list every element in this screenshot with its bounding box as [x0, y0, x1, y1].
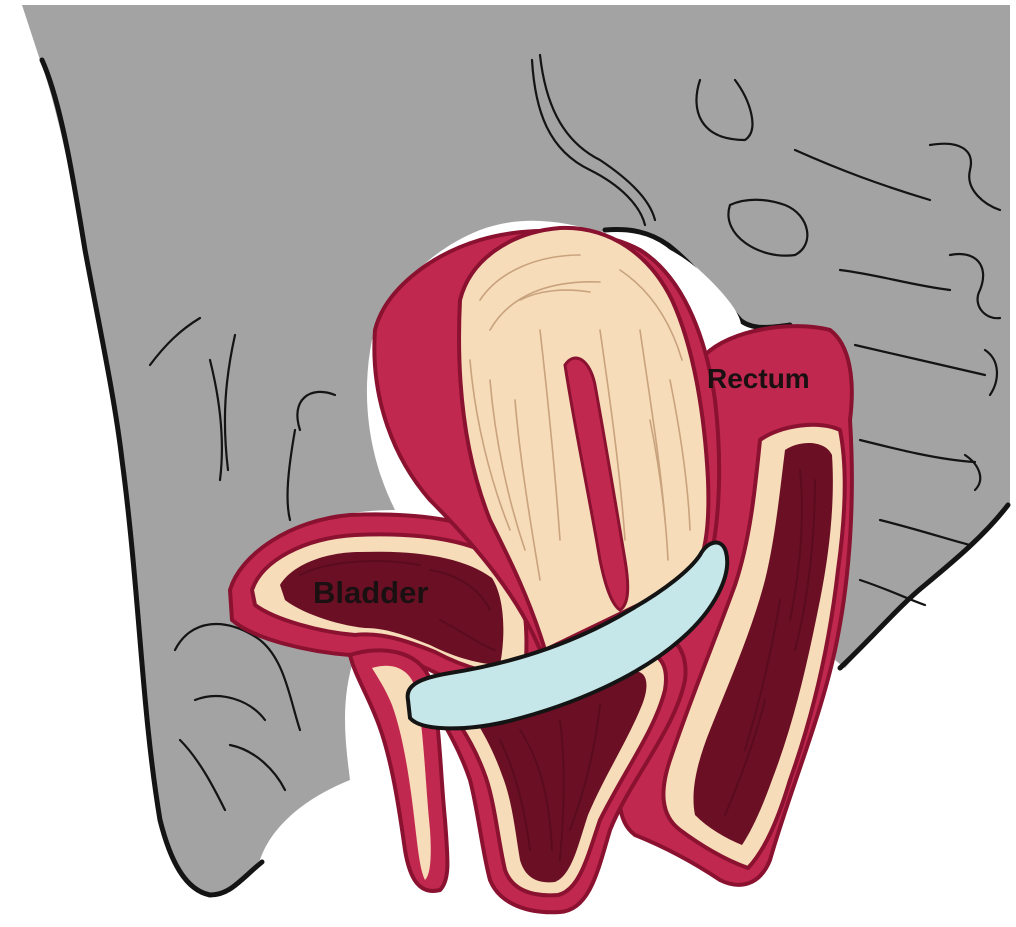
bladder-label: Bladder: [313, 575, 428, 610]
rectum-label: Rectum: [707, 363, 810, 394]
